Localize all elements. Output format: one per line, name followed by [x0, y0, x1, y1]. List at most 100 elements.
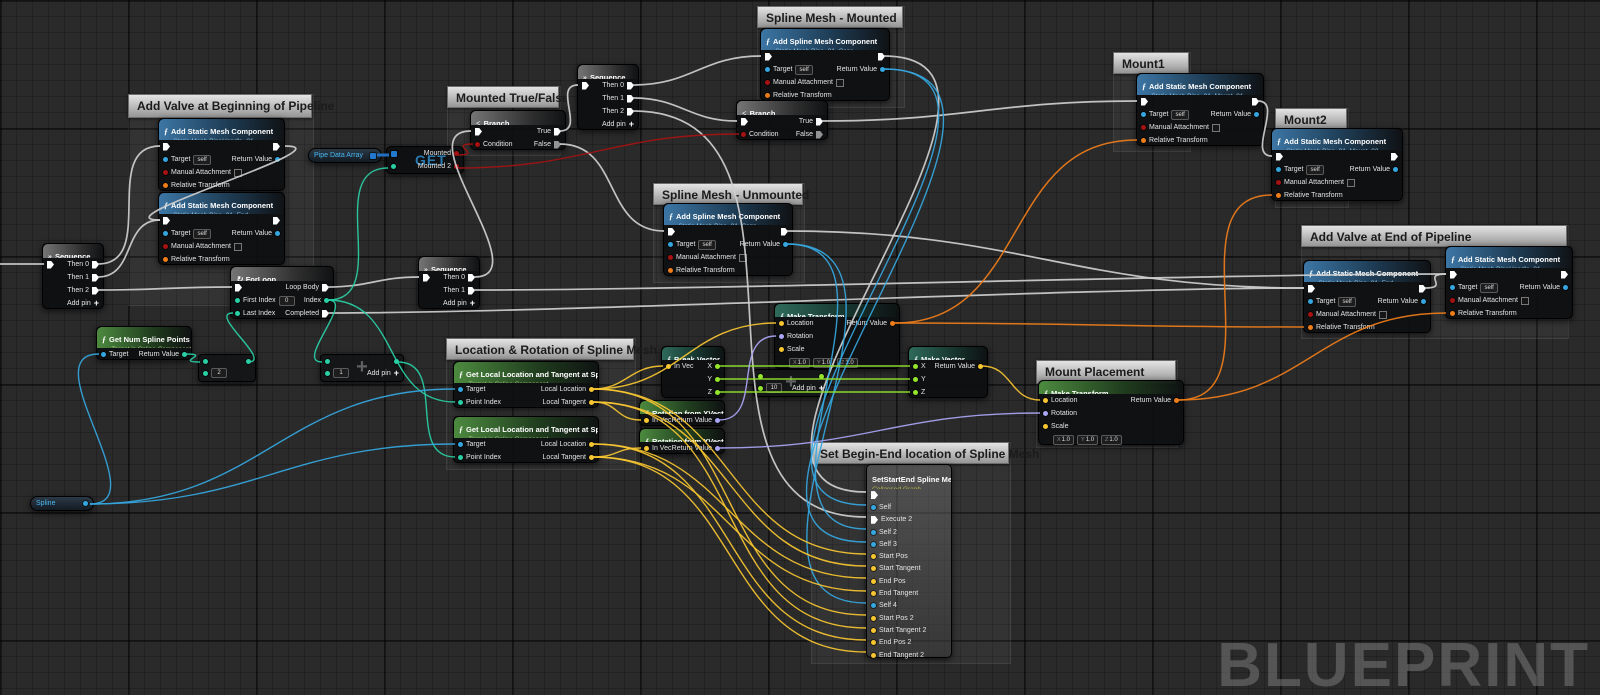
start-pos-2-pin[interactable] [871, 615, 876, 621]
wire-rotator[interactable] [718, 335, 777, 421]
checkbox[interactable] [1211, 123, 1220, 132]
wire-transform[interactable] [893, 139, 1138, 324]
exec-pin[interactable] [423, 273, 430, 282]
local-location-pin[interactable] [589, 387, 594, 392]
exec-pin[interactable] [322, 309, 329, 318]
target-pin[interactable] [101, 352, 106, 357]
pin-value-field[interactable]: self [1171, 109, 1189, 120]
pin-value-field[interactable]: self [698, 239, 716, 250]
end-pos-2-pin[interactable] [871, 640, 876, 646]
return-value-pin[interactable] [275, 157, 280, 162]
wire-exec[interactable] [97, 145, 161, 265]
checkbox[interactable] [1346, 178, 1355, 187]
exec-pin[interactable] [1141, 97, 1148, 106]
return-value-pin[interactable] [1393, 167, 1398, 172]
pin-value-field[interactable]: self [193, 154, 211, 165]
rotation-pin[interactable] [1043, 411, 1048, 416]
exec-pin[interactable] [554, 127, 561, 136]
return-value-pin[interactable] [880, 67, 885, 72]
exec-pin[interactable] [1561, 270, 1568, 279]
object-pin[interactable] [83, 501, 88, 506]
wire-vector[interactable] [592, 401, 867, 629]
pin-value-field[interactable]: self [1338, 296, 1356, 307]
wire-bool[interactable] [457, 143, 474, 156]
target-pin[interactable] [765, 67, 770, 72]
return-value-pin[interactable] [182, 352, 187, 357]
mounted-pin[interactable] [454, 151, 459, 156]
scale-z-field[interactable]: Z1.0 [1101, 434, 1122, 445]
pin-value-field[interactable]: self [1306, 164, 1324, 175]
wire-exec[interactable] [327, 287, 1305, 314]
node-var-spline[interactable]: Spline [30, 496, 94, 511]
wire-exec[interactable] [559, 84, 579, 132]
wire-object[interactable] [786, 243, 867, 530]
float-pin[interactable] [758, 373, 763, 379]
exec-pin[interactable] [627, 81, 634, 90]
return-value-pin[interactable] [715, 418, 720, 423]
wire-exec[interactable] [148, 145, 297, 221]
int-pin[interactable] [325, 358, 330, 364]
wire-exec[interactable] [473, 273, 1447, 291]
local-tangent-pin[interactable] [589, 455, 594, 460]
exec-pin[interactable] [475, 127, 482, 136]
comment-c-set-begin-end[interactable]: Set Begin-End location of Spline Mesh [811, 442, 1039, 464]
checkbox[interactable] [233, 168, 242, 177]
relative-transform-pin[interactable] [1276, 193, 1281, 198]
z-pin[interactable] [913, 390, 918, 395]
manual-attachment-pin[interactable] [765, 80, 770, 85]
add-pin-icon[interactable]: + [469, 298, 475, 308]
wire-object[interactable] [89, 443, 456, 505]
relative-transform-pin[interactable] [1450, 311, 1455, 316]
wire-transform[interactable] [893, 322, 1305, 328]
target-pin[interactable] [458, 387, 463, 392]
index-pin[interactable] [324, 298, 329, 303]
wire-transform[interactable] [1177, 312, 1447, 401]
wire-int[interactable] [327, 167, 389, 301]
rotation-pin[interactable] [779, 334, 784, 339]
wire-vector[interactable] [592, 443, 867, 579]
end-tangent-pin[interactable] [871, 591, 876, 597]
checkbox[interactable] [835, 78, 844, 87]
end-tangent-2-pin[interactable] [871, 652, 876, 658]
exec-pin[interactable] [871, 515, 878, 524]
comment-c-mounted-tf[interactable]: Mounted True/False [447, 86, 569, 108]
x-pin[interactable] [913, 364, 918, 369]
end-pos-pin[interactable] [871, 578, 876, 584]
add-pin-icon[interactable]: + [93, 298, 99, 308]
pin-value-field[interactable]: self [193, 228, 211, 239]
self-2-pin[interactable] [871, 529, 876, 535]
wire-exec[interactable] [632, 110, 867, 518]
int-pin[interactable] [391, 164, 396, 169]
return-value-pin[interactable] [1174, 398, 1179, 403]
exec-pin[interactable] [92, 286, 99, 295]
scale-x-field[interactable]: X1.0 [1053, 434, 1075, 445]
wire-int[interactable] [226, 312, 255, 363]
int-pin[interactable] [203, 370, 208, 376]
local-tangent-pin[interactable] [589, 400, 594, 405]
wire-bool[interactable] [457, 133, 740, 169]
int-pin[interactable] [203, 358, 208, 364]
self-3-pin[interactable] [871, 541, 876, 547]
exec-pin[interactable] [765, 52, 772, 61]
exec-pin[interactable] [235, 283, 242, 292]
manual-attachment-pin[interactable] [1141, 125, 1146, 130]
exec-pin[interactable] [468, 273, 475, 282]
exec-pin[interactable] [322, 283, 329, 292]
return-value-pin[interactable] [783, 242, 788, 247]
array-pin[interactable] [370, 152, 376, 159]
wire-int[interactable] [313, 299, 337, 363]
int-pin[interactable] [246, 358, 251, 364]
comment-c-end-valve[interactable]: Add Valve at End of Pipeline [1301, 225, 1567, 247]
exec-pin[interactable] [163, 142, 170, 151]
wire-exec[interactable] [786, 230, 1305, 289]
wire-exec[interactable] [821, 100, 1138, 122]
